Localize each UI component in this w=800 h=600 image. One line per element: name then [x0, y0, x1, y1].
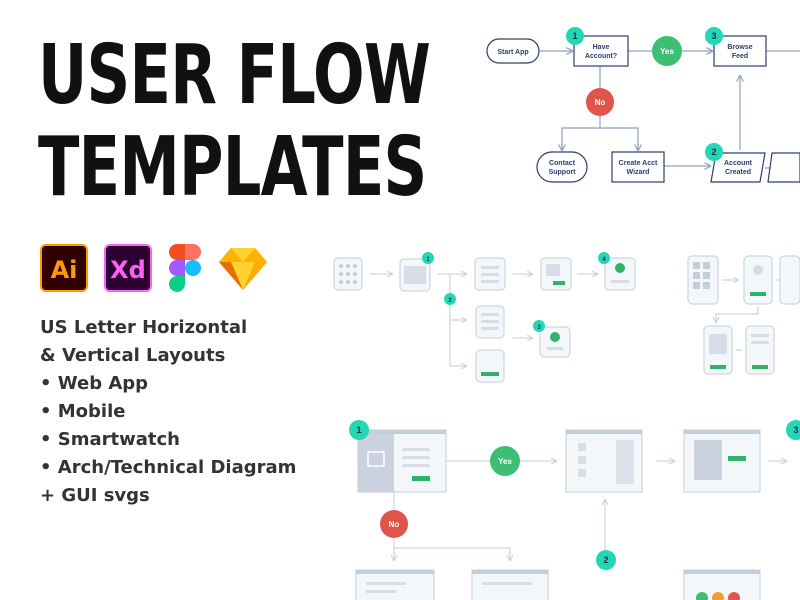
step-badge: 4	[598, 252, 610, 264]
offscreen-node	[767, 152, 800, 183]
phone-wireframe	[743, 255, 773, 305]
account-created-label: Created	[725, 169, 751, 176]
no-label: No	[595, 98, 606, 107]
feature-item: • Smartwatch	[40, 429, 180, 450]
contact-support-label: Support	[549, 169, 576, 176]
start-app-node: Start App	[486, 38, 540, 64]
feature-item: US Letter Horizontal	[40, 317, 248, 338]
svg-text:1: 1	[426, 257, 430, 263]
have-account-label: Have	[593, 44, 610, 51]
step-badge: 2	[596, 550, 616, 570]
browse-feed-label: Feed	[732, 53, 748, 60]
svg-text:2: 2	[448, 298, 452, 304]
step-badge: 1	[422, 252, 434, 264]
account-created-label: Account	[724, 160, 753, 167]
feature-item: & Vertical Layouts	[40, 345, 226, 366]
feature-item: • Arch/Technical Diagram	[40, 457, 297, 478]
mobile-flow: 1 2 3 4	[333, 252, 800, 383]
step-badge: 3	[786, 420, 800, 440]
step-badge: 1	[349, 420, 369, 440]
contact-support-label: Contact	[549, 160, 576, 167]
create-acct-wizard-node: Create Acct Wizard	[611, 151, 665, 183]
svg-text:3: 3	[711, 31, 716, 41]
web-flow: Yes No 1 2 3	[349, 420, 800, 600]
yes-decision: Yes	[652, 36, 682, 66]
create-acct-wizard-label: Wizard	[627, 169, 650, 176]
svg-text:1: 1	[572, 31, 577, 41]
step-badge: 1	[566, 27, 584, 45]
account-created-node: Account Created	[710, 152, 766, 183]
adobe-illustrator-icon: Ai	[40, 244, 88, 292]
feature-list: US Letter Horizontal & Vertical Layouts …	[40, 314, 296, 510]
yes-label: Yes	[660, 47, 674, 56]
svg-text:4: 4	[602, 257, 606, 263]
contact-support-node: Contact Support	[536, 151, 588, 183]
phone-wireframe	[745, 325, 775, 375]
svg-text:3: 3	[793, 425, 798, 435]
web-yes-decision: Yes	[490, 446, 520, 476]
flow-connector	[561, 127, 639, 150]
web-yes-label: Yes	[498, 457, 512, 466]
svg-text:2: 2	[711, 147, 716, 157]
have-account-label: Account?	[585, 53, 617, 60]
screen-wireframe	[604, 257, 636, 291]
step-badge: 3	[705, 27, 723, 45]
feature-item: • Web App	[40, 373, 149, 394]
create-acct-wizard-label: Create Acct	[619, 160, 658, 167]
browse-feed-label: Browse	[727, 44, 752, 51]
main-flow: Start App Have Account? Yes Browse Feed …	[486, 27, 800, 183]
feature-item: • Mobile	[40, 401, 126, 422]
figma-icon	[168, 244, 202, 292]
web-no-decision: No	[380, 510, 408, 538]
browse-feed-node: Browse Feed	[713, 35, 767, 67]
sketch-icon	[218, 244, 268, 292]
adobe-xd-icon: Xd	[104, 244, 152, 292]
step-badge: 2	[444, 293, 456, 305]
svg-text:1: 1	[356, 425, 361, 435]
step-badge: 3	[533, 320, 545, 332]
step-badge: 2	[705, 143, 723, 161]
no-decision: No	[586, 88, 614, 116]
phone-wireframe	[779, 255, 800, 305]
web-no-label: No	[389, 520, 400, 529]
screen-wireframe	[475, 349, 505, 383]
svg-text:3: 3	[537, 325, 541, 331]
feature-item: + GUI svgs	[40, 485, 150, 506]
start-app-label: Start App	[497, 49, 528, 56]
svg-text:2: 2	[603, 555, 608, 565]
have-account-node: Have Account?	[573, 35, 629, 67]
